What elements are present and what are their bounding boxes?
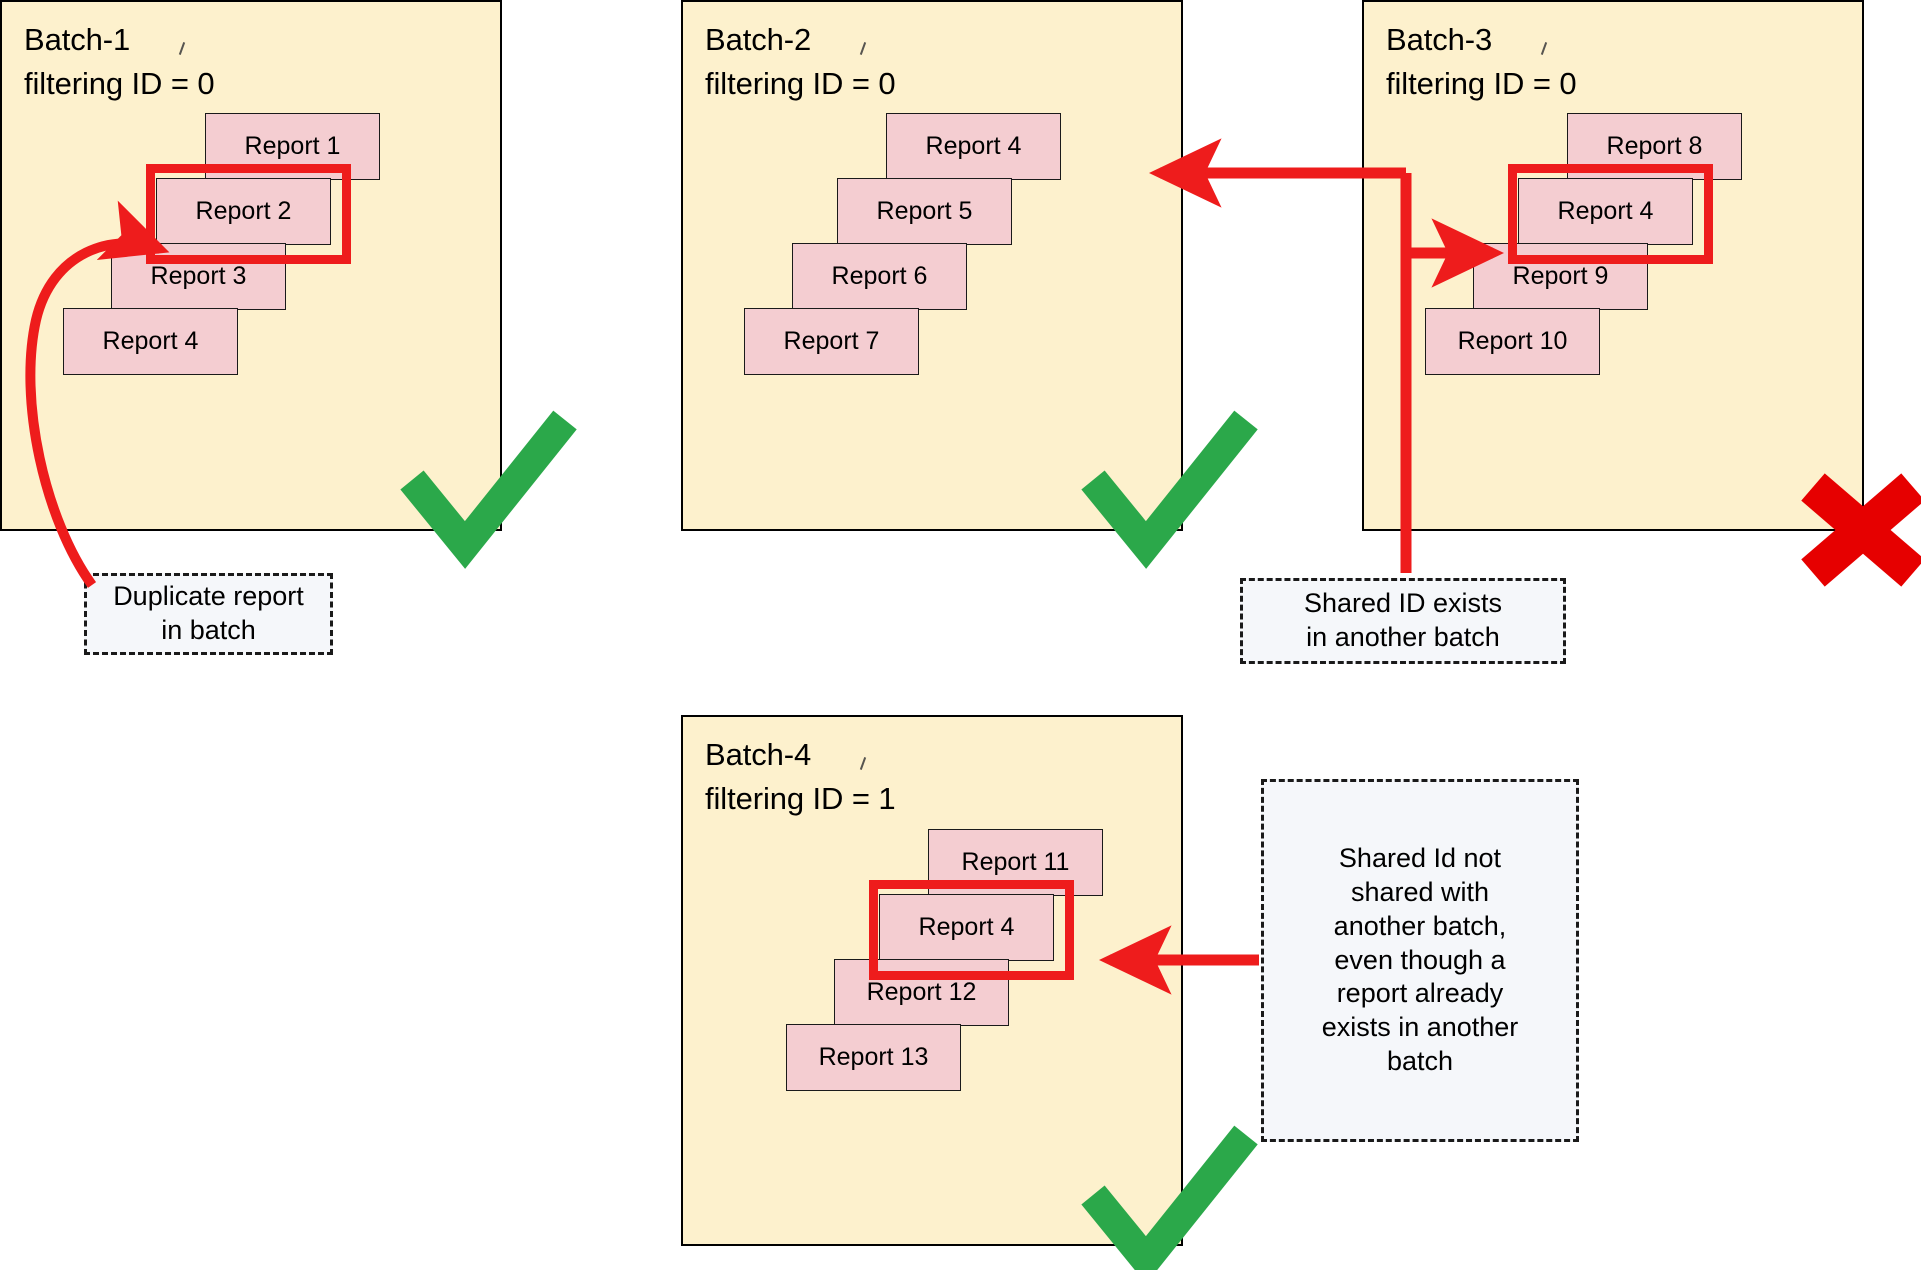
batch-name-2: Batch-2 xyxy=(705,22,812,57)
batch-name-4: Batch-4 xyxy=(705,737,812,772)
report-card-label: Report 3 xyxy=(150,262,247,290)
report-card-label: Report 7 xyxy=(783,327,880,355)
callout-line: shared with xyxy=(1350,877,1490,908)
report-card-label: Report 4 xyxy=(918,913,1015,941)
callout-line: another batch, xyxy=(1333,910,1507,941)
report-card-label: Report 4 xyxy=(1557,197,1654,225)
report-card-batch2-4[interactable]: Report 7 xyxy=(744,308,919,375)
report-card-batch2-2[interactable]: Report 5 xyxy=(837,178,1012,245)
report-card-batch3-2[interactable]: Report 4 xyxy=(1518,178,1693,245)
report-card-label: Report 8 xyxy=(1606,132,1703,160)
callout-line: exists in another xyxy=(1321,1012,1519,1043)
callout-line: Shared ID exists xyxy=(1303,588,1503,619)
callout-line: in another batch xyxy=(1306,622,1500,652)
highlight-rect-batch4 xyxy=(869,880,1074,980)
report-card-label: Report 4 xyxy=(925,132,1022,160)
report-card-label: Report 11 xyxy=(961,848,1070,876)
highlight-rect-batch1 xyxy=(146,164,351,264)
report-card-batch1-2[interactable]: Report 2 xyxy=(156,178,331,245)
batch-name-1: Batch-1 xyxy=(24,22,131,57)
callout-line: Duplicate report xyxy=(113,581,304,612)
report-card-label: Report 12 xyxy=(866,978,977,1006)
report-card-batch4-2[interactable]: Report 4 xyxy=(879,894,1054,961)
batch-title-3: Batch-3 filtering ID = 0 xyxy=(1386,18,1577,106)
callout-line: report already xyxy=(1336,978,1504,1009)
batch-name-3: Batch-3 xyxy=(1386,22,1493,57)
report-card-batch2-3[interactable]: Report 6 xyxy=(792,243,967,310)
batch-filtering-label-3: filtering ID = 0 xyxy=(1386,66,1577,102)
report-card-batch2-1[interactable]: Report 4 xyxy=(886,113,1061,180)
callout-line: batch xyxy=(1386,1045,1454,1076)
report-card-label: Report 6 xyxy=(831,262,928,290)
batch-title-2: Batch-2 filtering ID = 0 xyxy=(705,18,896,106)
batch-filtering-label-2: filtering ID = 0 xyxy=(705,66,896,102)
report-card-label: Report 2 xyxy=(195,197,292,225)
report-card-batch3-4[interactable]: Report 10 xyxy=(1425,308,1600,375)
batch-filtering-label-1: filtering ID = 0 xyxy=(24,66,215,102)
report-card-label: Report 13 xyxy=(818,1043,929,1071)
callout-line: Shared Id not xyxy=(1338,843,1502,874)
batch-title-4: Batch-4 filtering ID = 1 xyxy=(705,733,896,821)
report-card-label: Report 5 xyxy=(876,197,973,225)
report-card-batch1-4[interactable]: Report 4 xyxy=(63,308,238,375)
callout-line: even though a xyxy=(1334,944,1506,975)
batch-title-1: Batch-1 filtering ID = 0 xyxy=(24,18,215,106)
report-card-batch4-4[interactable]: Report 13 xyxy=(786,1024,961,1091)
batch-filtering-label-4: filtering ID = 1 xyxy=(705,781,896,817)
report-card-label: Report 9 xyxy=(1512,262,1609,290)
report-card-label: Report 4 xyxy=(102,327,199,355)
highlight-rect-batch3 xyxy=(1508,164,1713,264)
callout-line: in batch xyxy=(161,615,256,645)
report-card-label: Report 10 xyxy=(1457,327,1568,355)
report-card-label: Report 1 xyxy=(244,132,341,160)
